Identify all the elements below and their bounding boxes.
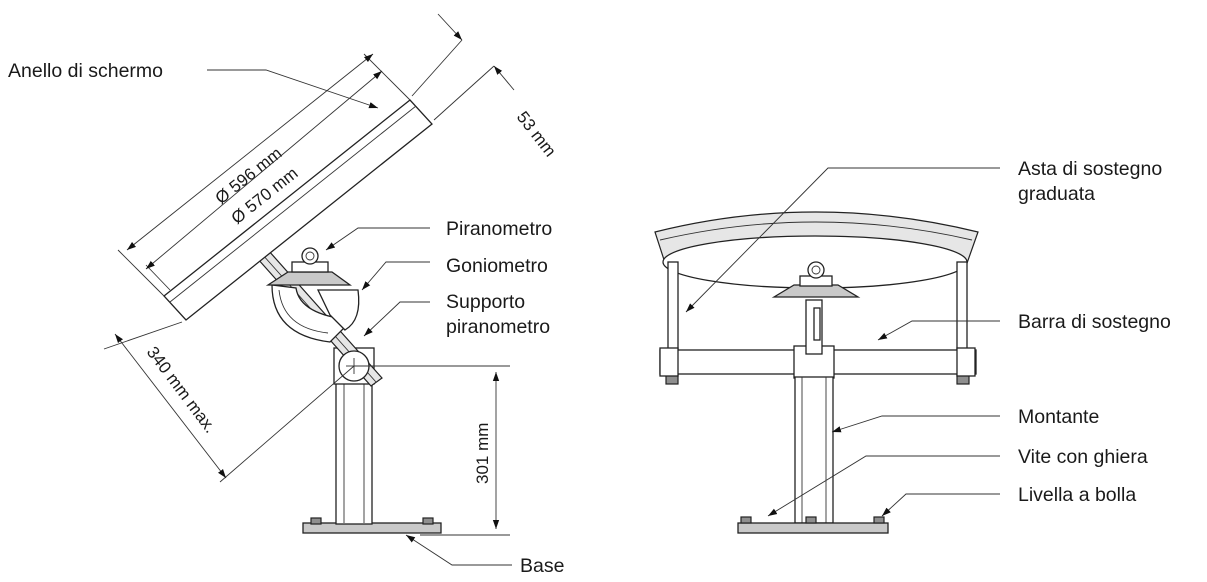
front-base <box>737 516 889 534</box>
leader-supporto: Supporto piranometro <box>363 291 550 338</box>
leader-asta: Asta di sostegno graduata <box>685 158 1162 313</box>
label-piranometro: Piranometro <box>446 218 552 240</box>
label-goniometro: Goniometro <box>446 255 548 277</box>
label-vite: Vite con ghiera <box>1018 446 1148 468</box>
dim-width-text: 53 mm <box>513 108 560 161</box>
label-montante: Montante <box>1018 406 1099 428</box>
leader-barra: Barra di sostegno <box>877 311 1171 341</box>
leader-piranometro: Piranometro <box>325 218 552 251</box>
leader-livella: Livella a bolla <box>881 484 1136 517</box>
label-supporto-2: piranometro <box>446 316 550 338</box>
dim-height-text: 301 mm <box>473 423 492 484</box>
pillar <box>335 381 373 525</box>
label-supporto-1: Supporto <box>446 291 525 313</box>
upright <box>794 376 834 524</box>
dim-ring-width: 53 mm <box>411 13 560 161</box>
label-barra: Barra di sostegno <box>1018 311 1171 333</box>
label-asta-1: Asta di sostegno <box>1018 158 1162 180</box>
label-base: Base <box>520 555 564 577</box>
dim-max-text: 340 mm max. <box>143 343 220 437</box>
left-view: Ø 596 mm Ø 570 mm 53 mm 340 mm max. <box>8 13 564 577</box>
dim-max-length: 340 mm max. <box>103 321 355 483</box>
leader-montante: Montante <box>831 406 1099 433</box>
leader-goniometro: Goniometro <box>361 255 548 291</box>
label-asta-2: graduata <box>1018 183 1095 205</box>
right-view: Asta di sostegno graduata Barra di soste… <box>654 158 1171 534</box>
dim-height: 301 mm <box>354 365 510 536</box>
leader-vite: Vite con ghiera <box>767 446 1148 517</box>
front-ring <box>654 211 979 289</box>
label-livella: Livella a bolla <box>1018 484 1136 506</box>
goniometer <box>271 284 360 343</box>
label-anello: Anello di schermo <box>8 60 163 82</box>
leader-anello: Anello di schermo <box>8 60 379 109</box>
front-pyranometer <box>771 261 861 379</box>
leader-base: Base <box>405 534 564 577</box>
